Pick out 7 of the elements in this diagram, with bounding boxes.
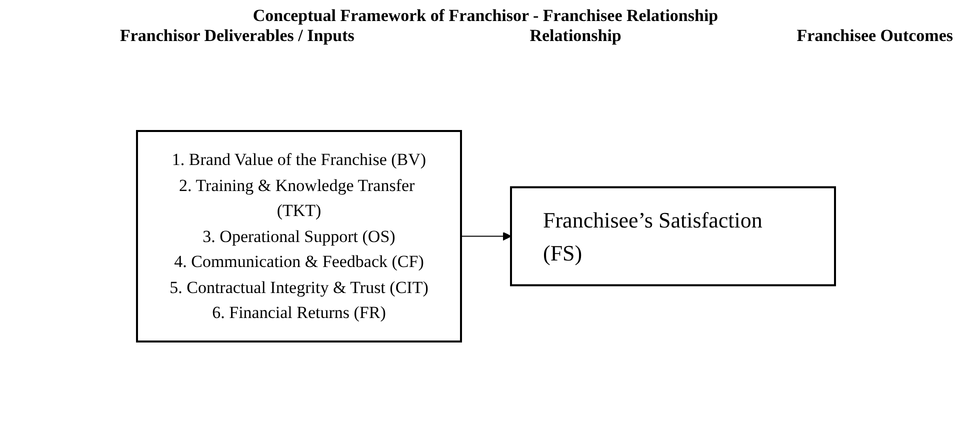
- column-heading: Relationship: [530, 26, 622, 46]
- diagram-title: Conceptual Framework of Franchisor - Franchisee Relationship: [252, 6, 720, 26]
- arrow: [460, 232, 511, 240]
- node-box: Franchisee’s Satisfaction (FS): [510, 186, 836, 286]
- column-heading: Franchisee Outcomes: [796, 26, 953, 46]
- node-box: 1. Brand Value of the Franchise (BV) 2. Training & Knowledge Transfer (TKT) 3. Operational Support (OS) 4. Communication & Feedback (CF) 5. Contractual Integrity & Trust (CIT) 6. Financial Returns (FR): [136, 130, 462, 342]
- column-heading: Franchisor Deliverables / Inputs: [120, 26, 354, 46]
